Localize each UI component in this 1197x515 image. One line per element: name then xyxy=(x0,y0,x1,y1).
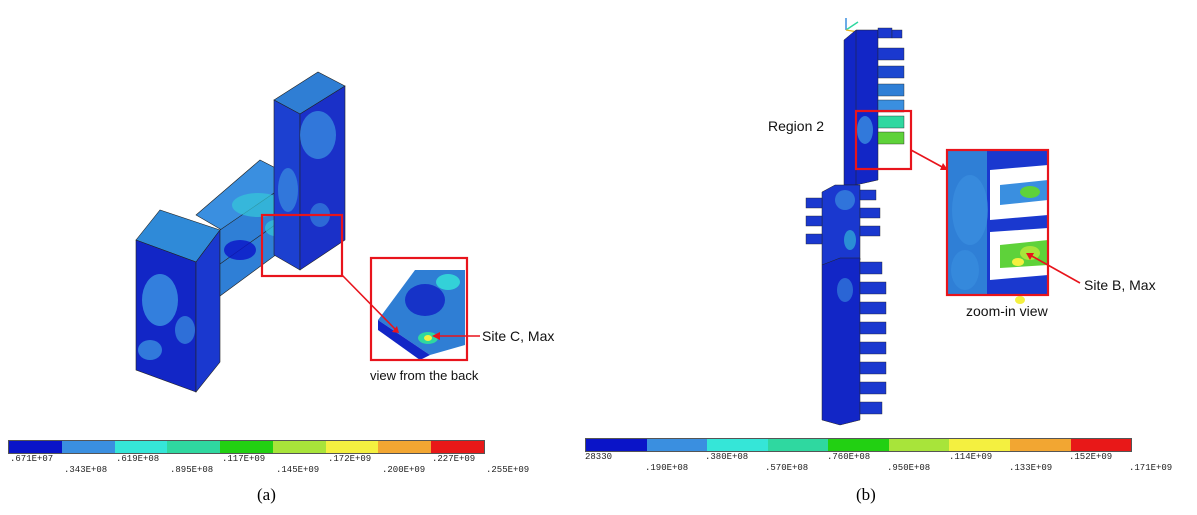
site-c-arrow xyxy=(432,332,480,340)
tick-a-top-1: .619E+08 xyxy=(116,454,160,464)
tick-b-bot-0: .190E+08 xyxy=(645,463,689,473)
tick-a-bot-2: .145E+09 xyxy=(276,465,320,475)
colorbar-segment xyxy=(378,441,432,453)
right-block xyxy=(273,71,346,271)
site-b-label: Site B, Max xyxy=(1084,277,1156,293)
tick-a-top-0: .671E+07 xyxy=(10,454,54,464)
view-from-back-label: view from the back xyxy=(370,368,479,383)
colorbar-segment xyxy=(707,439,768,451)
region-2-label: Region 2 xyxy=(768,118,825,134)
highlight-box-region2 xyxy=(854,109,913,171)
colorbar-segment xyxy=(586,439,647,451)
zoom-in-view-label: zoom-in view xyxy=(966,303,1048,319)
site-c-label: Site C, Max xyxy=(482,328,555,344)
panel-b-contour-plot xyxy=(805,18,1081,426)
tick-a-bot-4: .255E+09 xyxy=(486,465,530,475)
left-block xyxy=(135,209,221,393)
tick-b-top-1: .380E+08 xyxy=(705,452,749,462)
caption-b: (b) xyxy=(856,485,876,504)
panel-a: Site C, Max view from the back .671E+07 … xyxy=(0,0,560,515)
colorbar-b-ticks: 28330 .380E+08 .760E+08 .114E+09 .152E+0… xyxy=(585,452,1195,476)
colorbar-segment xyxy=(1009,439,1071,451)
colorbar-segment xyxy=(828,439,889,451)
colorbar-segment xyxy=(1070,439,1132,451)
zoom-arrow-b xyxy=(910,149,948,170)
colorbar-segment xyxy=(646,439,708,451)
colorbar-b xyxy=(585,438,1132,452)
tick-b-top-0: 28330 xyxy=(585,452,613,462)
tick-a-top-2: .117E+09 xyxy=(222,454,266,464)
lower-column xyxy=(821,257,887,426)
caption-a: (a) xyxy=(257,485,276,504)
colorbar-segment xyxy=(9,441,62,453)
middle-column xyxy=(805,184,881,266)
colorbar-segment xyxy=(220,441,273,453)
site-b-arrow xyxy=(1026,253,1081,284)
tick-b-bot-1: .570E+08 xyxy=(765,463,809,473)
colorbar-segment xyxy=(767,439,829,451)
tick-a-top-4: .227E+09 xyxy=(432,454,476,464)
panel-a-contour-plot xyxy=(135,71,480,393)
colorbar-segment xyxy=(61,441,115,453)
zoom-in-view-b xyxy=(945,148,1050,304)
tick-b-bot-3: .133E+09 xyxy=(1009,463,1053,473)
tick-b-top-4: .152E+09 xyxy=(1069,452,1113,462)
colorbar-segment xyxy=(114,441,168,453)
colorbar-segment xyxy=(325,441,379,453)
panel-b: Region 2 Site B, Max zoom-in view 28330 … xyxy=(560,0,1197,515)
tick-a-bot-1: .895E+08 xyxy=(170,465,214,475)
tick-b-top-2: .760E+08 xyxy=(827,452,871,462)
tick-b-top-3: .114E+09 xyxy=(949,452,993,462)
zoom-view-back xyxy=(369,256,469,362)
colorbar-segment xyxy=(949,439,1010,451)
highlight-box-small xyxy=(260,213,344,278)
tick-b-bot-2: .950E+08 xyxy=(887,463,931,473)
colorbar-a xyxy=(8,440,485,454)
colorbar-segment xyxy=(167,441,221,453)
zoom-arrow xyxy=(341,274,399,333)
colorbar-segment xyxy=(272,441,326,453)
upper-column xyxy=(843,27,905,186)
tick-a-bot-3: .200E+09 xyxy=(382,465,426,475)
colorbar-segment xyxy=(431,441,485,453)
tick-b-bot-4: .171E+09 xyxy=(1129,463,1173,473)
tick-a-bot-0: .343E+08 xyxy=(64,465,108,475)
colorbar-segment xyxy=(888,439,950,451)
tick-a-top-3: .172E+09 xyxy=(328,454,372,464)
colorbar-a-ticks: .671E+07 .619E+08 .117E+09 .172E+09 .227… xyxy=(8,454,538,478)
